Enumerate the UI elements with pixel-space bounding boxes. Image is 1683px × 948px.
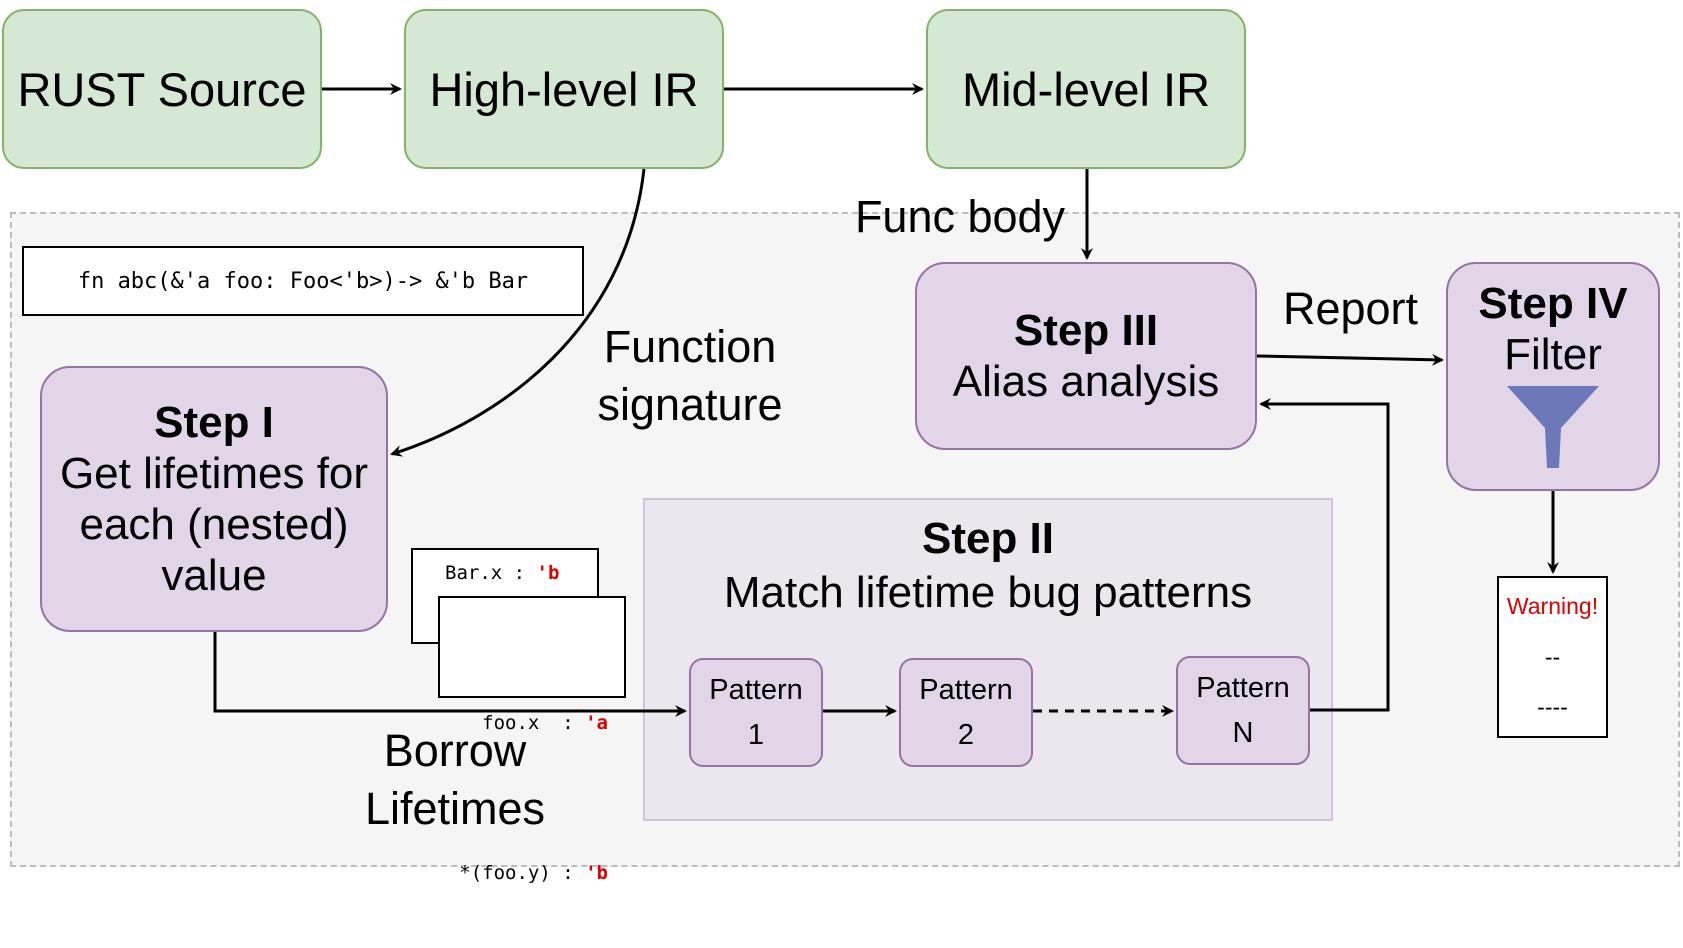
step-3-node[interactable]: Step III Alias analysis xyxy=(915,262,1257,450)
step-2-title: Step II xyxy=(921,514,1055,563)
foo-x-label: foo.x : xyxy=(482,712,586,734)
step-4-node[interactable]: Step IV Filter xyxy=(1446,262,1660,491)
foo-lifetime-card: foo.x : 'a *(foo.y) : 'b xyxy=(438,596,626,884)
borrow-lifetimes-label: Borrow Lifetimes xyxy=(364,725,546,834)
foo-y-label: *(foo.y) : xyxy=(459,862,586,884)
bar-x-lifetime: 'b xyxy=(536,562,560,584)
pattern-1-number: 1 xyxy=(747,718,765,751)
mid-level-ir-node[interactable]: Mid-level IR xyxy=(926,9,1246,169)
warning-line-2: ---- xyxy=(1537,694,1568,721)
pattern-1-label: Pattern xyxy=(709,673,803,706)
step-2-description: Match lifetime bug patterns xyxy=(723,567,1253,617)
rust-source-node[interactable]: RUST Source xyxy=(2,9,322,169)
pattern-2-number: 2 xyxy=(957,718,975,751)
pattern-n-node[interactable]: Pattern N xyxy=(1176,656,1310,765)
signature-code-box: fn abc(&'a foo: Foo<'b>)-> &'b Bar xyxy=(22,246,584,316)
signature-code: fn abc(&'a foo: Foo<'b>)-> &'b Bar xyxy=(77,268,529,294)
high-level-ir-label: High-level IR xyxy=(429,62,699,116)
filter-funnel-icon xyxy=(1507,386,1599,469)
foo-x-lifetime: 'a xyxy=(585,712,608,734)
warning-title: Warning! xyxy=(1506,593,1599,620)
high-level-ir-node[interactable]: High-level IR xyxy=(404,9,724,169)
bar-x-label: Bar.x : xyxy=(445,562,537,584)
step-1-node[interactable]: Step I Get lifetimes for each (nested) v… xyxy=(40,366,388,632)
step-3-title: Step III xyxy=(1013,305,1159,355)
step-3-description: Alias analysis xyxy=(952,357,1220,406)
warning-line-1: -- xyxy=(1544,643,1561,670)
rust-source-label: RUST Source xyxy=(17,62,307,116)
mid-level-ir-label: Mid-level IR xyxy=(961,62,1211,116)
func-body-label: Func body xyxy=(854,191,1066,242)
step-2-header: Step II Match lifetime bug patterns xyxy=(643,512,1333,619)
function-signature-label: Function signature xyxy=(597,321,783,430)
pattern-1-node[interactable]: Pattern 1 xyxy=(689,658,823,767)
pattern-n-number: N xyxy=(1232,716,1254,749)
step-4-description: Filter xyxy=(1504,330,1602,380)
warning-report: Warning! -- ---- xyxy=(1497,576,1608,738)
step-1-description: Get lifetimes for each (nested) value xyxy=(59,448,369,601)
foo-y-lifetime: 'b xyxy=(585,862,608,884)
pattern-2-node[interactable]: Pattern 2 xyxy=(899,658,1033,767)
step-1-title: Step I xyxy=(154,397,274,447)
step-4-title: Step IV xyxy=(1478,279,1628,328)
report-label: Report xyxy=(1282,283,1419,334)
pattern-2-label: Pattern xyxy=(919,673,1013,706)
pattern-n-label: Pattern xyxy=(1196,671,1290,704)
